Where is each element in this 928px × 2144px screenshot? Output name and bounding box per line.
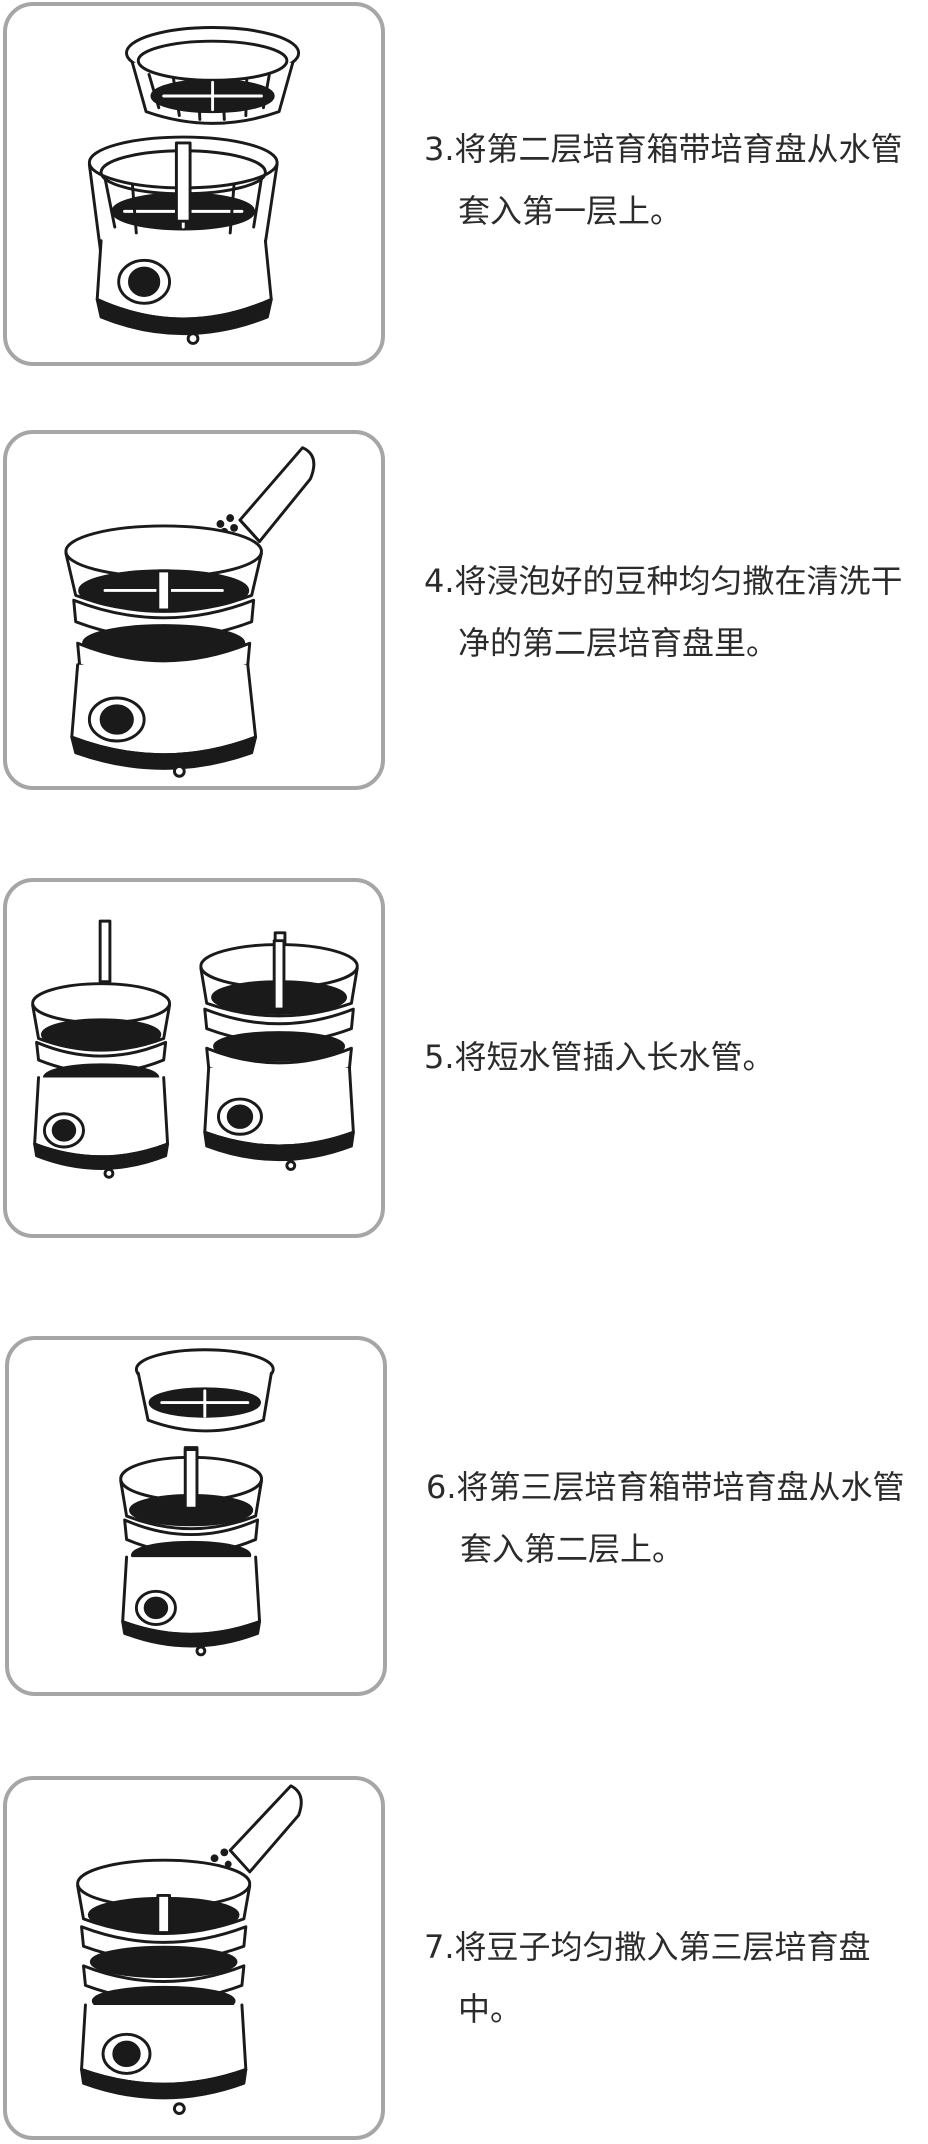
sprouter-lift-tier-illustration (87, 26, 301, 345)
step-7-text-line1: 7.将豆子均匀撒入第三层培育盘 (424, 1928, 871, 1966)
step-3-caption: 3.将第二层培育箱带培育盘从水管 套入第一层上。 (424, 118, 924, 242)
step-6-text-line1: 6.将第三层培育箱带培育盘从水管 (426, 1468, 905, 1506)
step-3-illustration-frame (3, 2, 385, 366)
step-4-text-line1: 4.将浸泡好的豆种均匀撒在清洗干 (424, 562, 903, 600)
step-3-text-line2: 套入第一层上。 (458, 192, 683, 230)
step-4-illustration-frame (3, 430, 385, 790)
step-5-illustration-frame (3, 878, 385, 1238)
step-7-illustration-frame (3, 1776, 385, 2140)
step-5-text-line1: 5.将短水管插入长水管。 (424, 1038, 775, 1076)
sprouter-pour-beans-tier-three-illustration (76, 1784, 303, 2115)
step-6-text-line2: 套入第二层上。 (460, 1530, 685, 1568)
sprouter-lift-tier-three-illustration (119, 1348, 275, 1657)
sprouter-pour-beans-illustration (64, 446, 316, 778)
step-6-illustration-frame (5, 1336, 387, 1696)
step-6-caption: 6.将第三层培育箱带培育盘从水管 套入第二层上。 (426, 1456, 926, 1580)
step-7-text-line2: 中。 (458, 1990, 523, 2028)
step-3-text-line1: 3.将第二层培育箱带培育盘从水管 (424, 130, 903, 168)
step-4-caption: 4.将浸泡好的豆种均匀撒在清洗干 净的第二层培育盘里。 (424, 550, 924, 674)
sprouter-insert-pipe-illustration (31, 919, 359, 1179)
step-4-text-line2: 净的第二层培育盘里。 (458, 624, 779, 662)
step-7-caption: 7.将豆子均匀撒入第三层培育盘 中。 (424, 1916, 924, 2040)
step-5-caption: 5.将短水管插入长水管。 (424, 1026, 924, 1088)
